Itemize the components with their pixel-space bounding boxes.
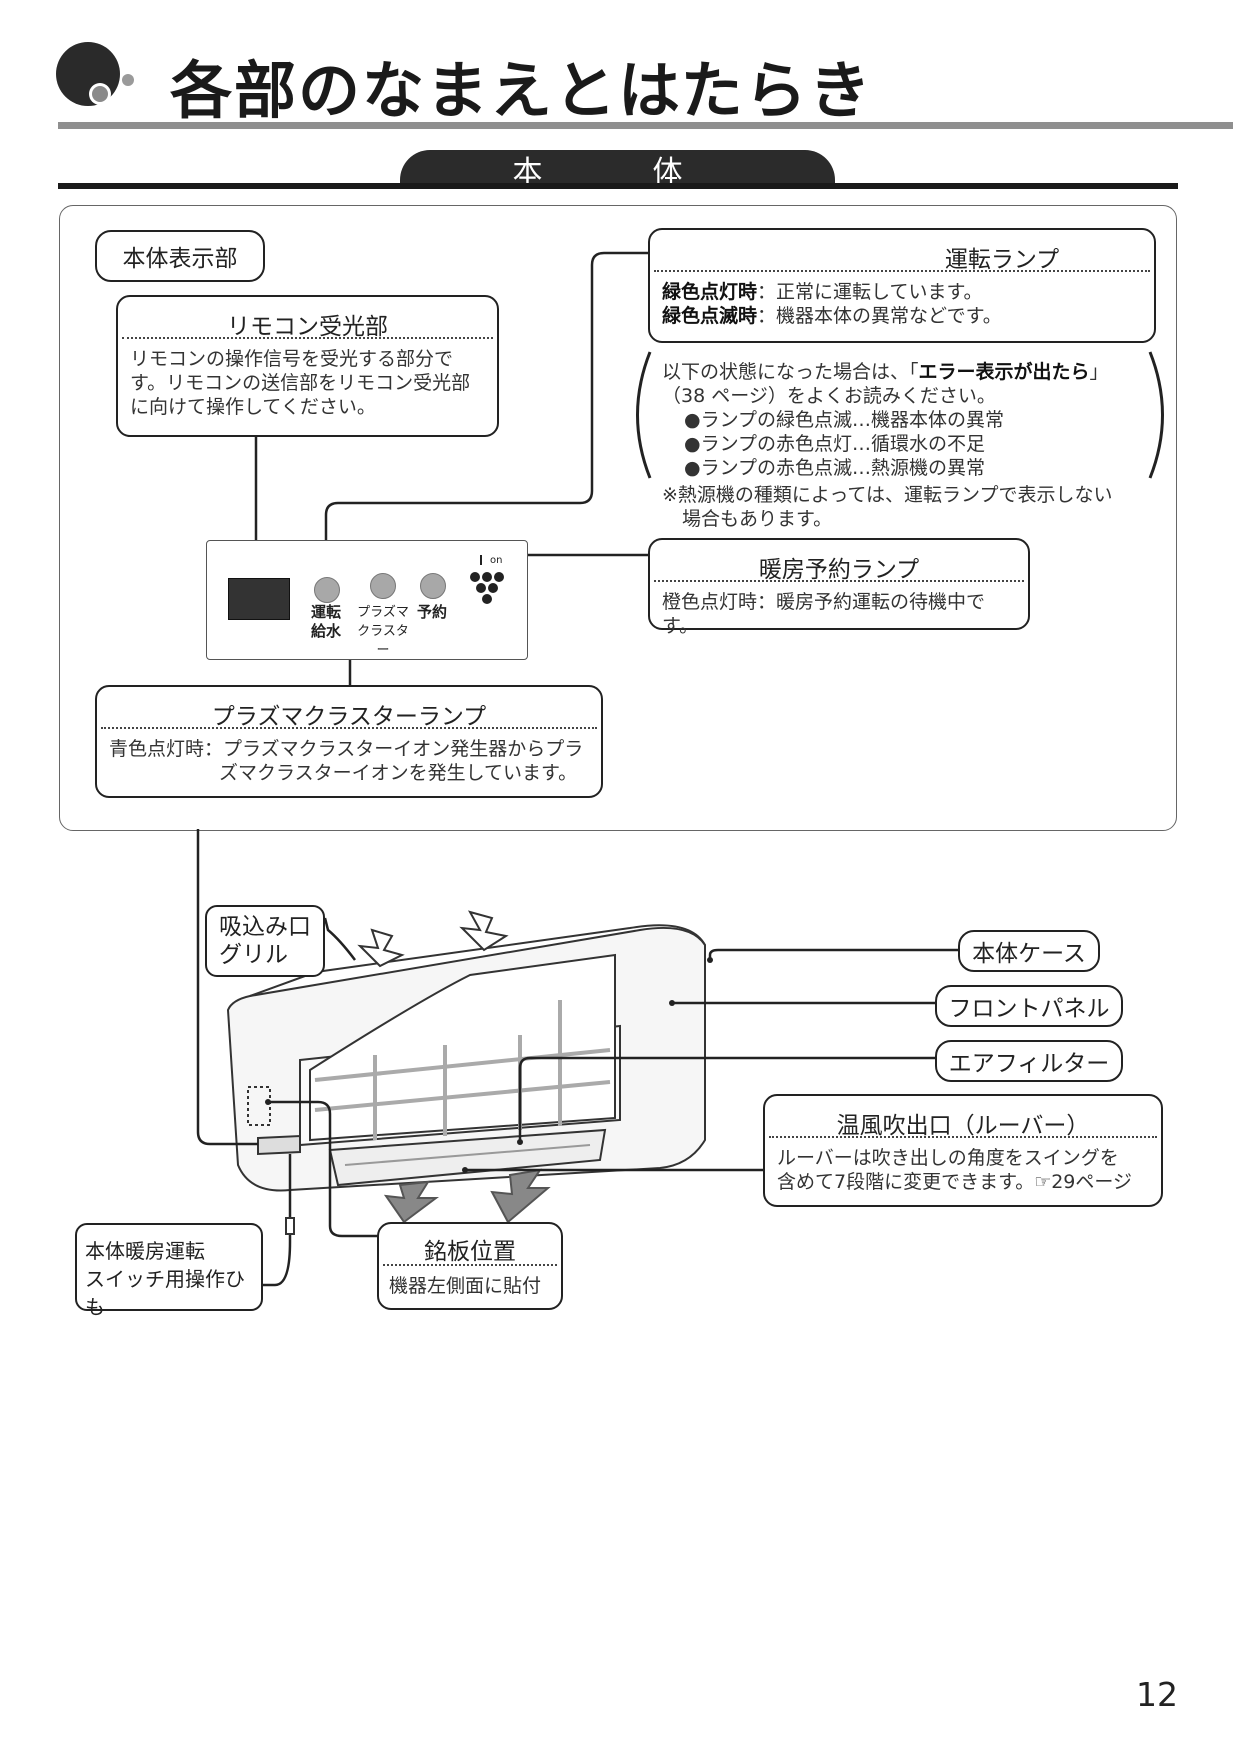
- timer-label: 予約: [416, 603, 447, 621]
- remote-receiver-title: リモコン受光部: [227, 314, 388, 340]
- louver-text: ルーバーは吹き出しの角度をスイングを: [777, 1147, 1119, 1169]
- intake-grille-label: 吸込み口 グリル: [205, 905, 325, 977]
- remote-receiver-text: に向けて操作してください。: [130, 396, 376, 418]
- title-rule: [58, 122, 1233, 129]
- display-group-label: 本体表示部: [95, 230, 265, 282]
- display-panel-frame: [59, 205, 1177, 831]
- front-panel-label: フロントパネル: [935, 985, 1123, 1027]
- remote-receiver-callout: リモコン受光部 リモコンの操作信号を受光する部分で す。リモコンの送信部をリモコ…: [116, 295, 499, 437]
- error-note-text: 以下の状態になった場合は、「: [662, 361, 919, 383]
- error-bullet: ●ランプの赤色点滅…熱源機の異常: [684, 457, 986, 479]
- plasma-lamp-text: 青色点灯時：プラズマクラスターイオン発生器からプラ: [109, 738, 584, 760]
- intake-grille-text: グリル: [219, 942, 288, 968]
- error-bullet: ●ランプの赤色点灯…循環水の不足: [684, 433, 986, 455]
- error-note-text: 」: [1089, 361, 1109, 383]
- lamp-state-key: 緑色点灯時: [662, 281, 758, 303]
- body-case-label: 本体ケース: [958, 930, 1100, 972]
- heating-timer-lamp-text: 橙色点灯時：暖房予約運転の待機中です。: [662, 591, 986, 637]
- error-note-brackets: [636, 351, 1164, 479]
- lamp-state-value: ：機器本体の異常などです。: [757, 305, 1002, 327]
- pull-cord-text: スイッチ用操作ひも: [85, 1267, 245, 1319]
- nameplate-title: 銘板位置: [424, 1239, 516, 1265]
- operation-lamp: [314, 577, 340, 603]
- remote-receiver-text: リモコンの操作信号を受光する部分で: [130, 348, 454, 370]
- error-note: 以下の状態になった場合は、「エラー表示が出たら」 （38 ページ）をよくお読みく…: [662, 360, 1142, 480]
- timer-lamp: [420, 573, 446, 599]
- control-panel: 運転 給水 プラズマ クラスター 予約 on: [206, 540, 528, 660]
- heating-timer-lamp-callout: 暖房予約ランプ 橙色点灯時：暖房予約運転の待機中です。: [648, 538, 1030, 637]
- run-label: 運転: [310, 603, 341, 621]
- water-label: 給水: [310, 622, 341, 640]
- operation-lamp-callout: 運転ランプ 緑色点灯時：正常に運転しています。 緑色点滅時：機器本体の異常などで…: [648, 228, 1156, 343]
- footnote-text: 場合もあります。: [682, 508, 833, 530]
- plasma-lamp: [370, 573, 396, 599]
- page-title: 各部のなまえとはたらき: [170, 54, 873, 127]
- page-number: 12: [1136, 1675, 1178, 1714]
- intake-grille-text: 吸込み口: [219, 914, 311, 940]
- louver-callout: 温風吹出口（ルーバー） ルーバーは吹き出しの角度をスイングを 含めて7段階に変更…: [763, 1094, 1163, 1207]
- louver-text: 含めて7段階に変更できます。☞29ページ: [777, 1171, 1133, 1193]
- operation-lamp-title: 運転ランプ: [944, 247, 1060, 273]
- error-bullet: ●ランプの緑色点滅…機器本体の異常: [684, 409, 1005, 431]
- error-note-link: エラー表示が出たら: [918, 361, 1090, 383]
- lamp-state-key: 緑色点滅時: [662, 305, 758, 327]
- louver-title: 温風吹出口（ルーバー）: [836, 1113, 1090, 1139]
- section-rule: [58, 183, 1178, 189]
- plasma-label: プラズマ: [357, 605, 409, 620]
- pull-cord-label: 本体暖房運転 スイッチ用操作ひも: [75, 1223, 263, 1319]
- ion-on-label: on: [490, 555, 503, 566]
- title-bullet-icon: [56, 42, 134, 106]
- error-note-text: （38 ページ）をよくお読みください。: [662, 385, 996, 407]
- pull-cord-text: 本体暖房運転: [85, 1239, 205, 1263]
- error-footnote: ※熱源機の種類によっては、運転ランプで表示しない 場合もあります。: [662, 483, 1182, 531]
- nameplate-callout: 銘板位置 機器左側面に貼付: [377, 1222, 563, 1310]
- air-filter-label: エアフィルター: [935, 1040, 1123, 1082]
- heating-timer-lamp-title: 暖房予約ランプ: [758, 557, 920, 583]
- plasma-lamp-title: プラズマクラスターランプ: [211, 704, 487, 730]
- footnote-text: ※熱源機の種類によっては、運転ランプで表示しない: [662, 484, 1113, 506]
- nameplate-text: 機器左側面に貼付: [389, 1275, 542, 1297]
- remote-sensor-window: [228, 578, 290, 620]
- plasma-lamp-callout: プラズマクラスターランプ 青色点灯時：プラズマクラスターイオン発生器からプラ ズ…: [95, 685, 603, 798]
- plasma-lamp-text: ズマクラスターイオンを発生しています。: [219, 762, 578, 784]
- lamp-state-value: ：正常に運転しています。: [757, 281, 983, 303]
- remote-receiver-text: す。リモコンの送信部をリモコン受光部: [130, 372, 471, 394]
- plasmacluster-mark-icon: [470, 555, 504, 604]
- plasma-label: クラスター: [357, 624, 409, 658]
